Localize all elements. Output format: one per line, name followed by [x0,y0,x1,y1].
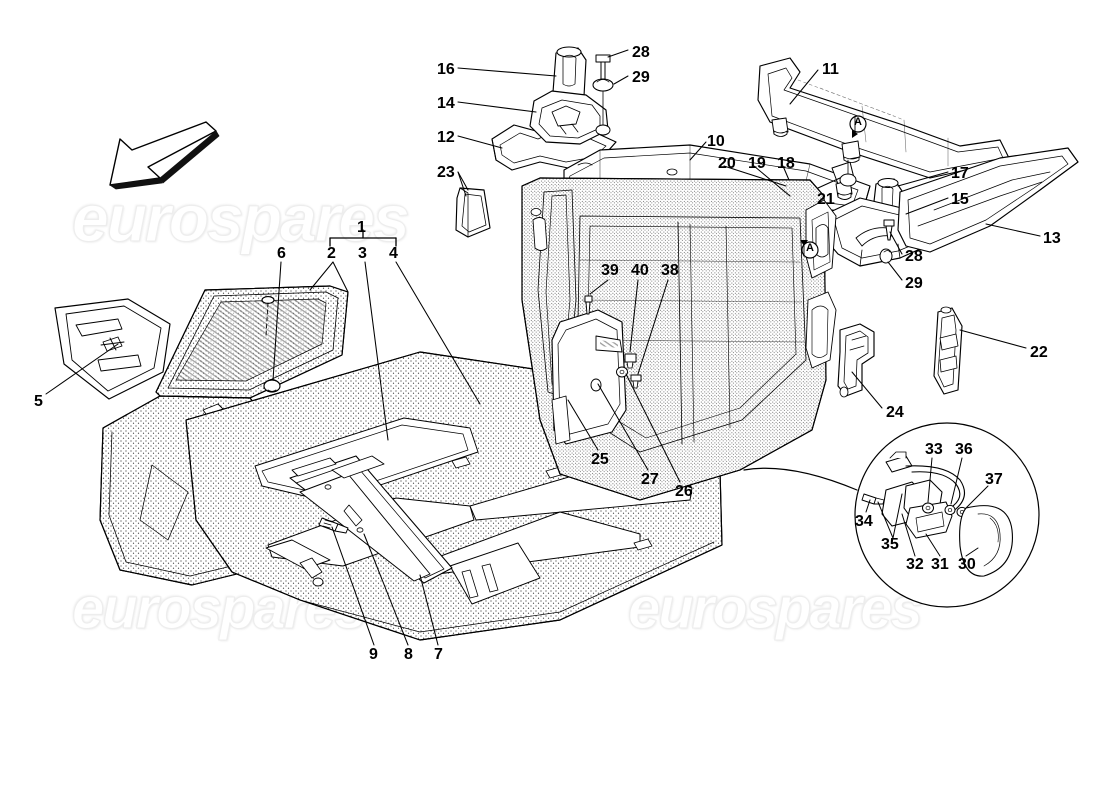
callout-5: 5 [34,393,43,410]
callout-18: 18 [777,155,795,172]
part-28-screw-right [883,219,895,241]
part-14-16-belt-anchor-bracket [529,46,609,145]
callout-35: 35 [881,536,899,553]
callout-30: 30 [958,556,976,573]
callout-14: 14 [437,95,455,112]
watermark-text: eurospares [72,181,411,256]
part-40-clip [624,353,637,369]
seat-belt-buckle-detail-circle [743,422,1040,608]
callout-23: 23 [437,164,455,181]
part-29-grommet-right [879,248,893,264]
callout-31: 31 [931,556,949,573]
callout-6: 6 [277,245,286,262]
callout-28-right: 28 [905,248,923,265]
forward-direction-arrow [109,121,220,190]
callout-29-right: 29 [905,275,923,292]
callout-39: 39 [601,262,619,279]
callout-28-top: 28 [632,44,650,61]
callout-17: 17 [951,165,969,182]
part-22-striker-rail [933,306,963,395]
callout-22: 22 [1030,344,1048,361]
part-11-rear-shelf-trim [757,57,1011,187]
part-23-trim-pad [455,187,491,238]
part-5-left-trim-panel [54,298,171,400]
watermark-text: eurospares [628,576,924,642]
callout-40: 40 [631,262,649,279]
part-29-grommet-top [592,78,614,136]
callout-32: 32 [906,556,924,573]
callout-27: 27 [641,471,659,488]
callout-20: 20 [718,155,736,172]
callout-15: 15 [951,191,969,208]
callout-8: 8 [404,646,413,663]
part-24-mounting-bracket [837,323,875,398]
part-25-centre-trim-cover [551,309,627,445]
section-marker-label-a: A [806,242,814,254]
part-39-clip [584,295,593,315]
part-9-bolt [318,517,349,534]
part-13-right-sill-cover [897,147,1079,253]
callout-25: 25 [591,451,609,468]
callout-16: 16 [437,61,455,78]
section-marker-a [800,240,819,259]
callout-12: 12 [437,129,455,146]
callout-21: 21 [817,191,835,208]
section-marker-label-a: A [854,116,862,128]
callout-37: 37 [985,471,1003,488]
callout-34: 34 [855,513,873,530]
callout-29-top: 29 [632,69,650,86]
callout-7: 7 [434,646,443,663]
part-38-screw [630,374,642,389]
callout-10: 10 [707,133,725,150]
callout-4: 4 [389,245,398,262]
part-6-carpet-grommet [263,379,281,393]
leader-lines [45,49,1041,646]
callout-24: 24 [886,404,904,421]
part-7-8-9-seat-rail-assembly [265,455,453,587]
callout-13: 13 [1043,230,1061,247]
callout-1: 1 [357,219,366,236]
callout-38: 38 [661,262,679,279]
callout-19: 19 [748,155,766,172]
part-28-screw-top [595,54,611,81]
callout-36: 36 [955,441,973,458]
callout-26: 26 [675,483,693,500]
callout-3: 3 [358,245,367,262]
callout-11: 11 [822,61,839,78]
section-marker-a [849,115,867,138]
part-2-3-4-rear-floor-mats [155,285,349,399]
callout-2: 2 [327,245,336,262]
part-26-nut [616,366,628,378]
callout-33: 33 [925,441,943,458]
callout-9: 9 [369,646,378,663]
